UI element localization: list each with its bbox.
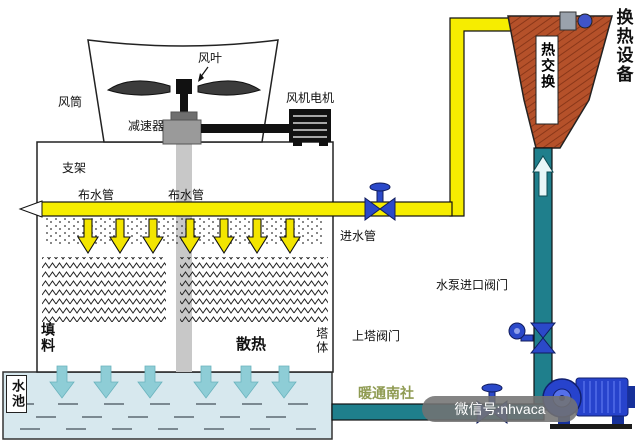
label-heat-exchange: 热交换 xyxy=(540,42,557,90)
label-heat-exchange-equipment: 换热设备 xyxy=(613,8,633,84)
label-heat-dissipation: 散热 xyxy=(236,336,267,353)
label-reducer: 减速器 xyxy=(128,119,165,133)
label-fan-cylinder: 风筒 xyxy=(58,95,83,109)
fill-material-right xyxy=(180,257,328,322)
drive-shaft xyxy=(201,124,289,133)
flow-up-arrow xyxy=(532,155,554,197)
watermark-wechat-bar: 微信号:nhvaca xyxy=(422,396,578,422)
label-fill-material: 填料 xyxy=(40,322,57,354)
label-pump-inlet-valve: 水泵进口阀门 xyxy=(436,278,509,292)
label-water-dist-pipe-left: 布水管 xyxy=(78,188,115,202)
heat-exchange-label-strip xyxy=(535,35,559,125)
fan-blade-leader xyxy=(198,66,209,82)
inlet-pipe-valve xyxy=(364,182,396,221)
fan-blade-left-shape xyxy=(106,80,171,96)
fan-hub xyxy=(176,79,192,94)
exchanger-top-fitting xyxy=(559,11,593,31)
heat-exchanger-shape xyxy=(507,15,613,149)
watermark-wechat-text: 微信号:nhvaca xyxy=(454,401,546,417)
fan-motor-shape xyxy=(289,109,331,146)
fan-blade-right-shape xyxy=(197,80,262,96)
fan-shaft xyxy=(180,94,188,122)
watermark-source: 暖通南社 xyxy=(358,385,414,401)
pipe-end-arrow xyxy=(18,200,43,218)
label-fan-blade: 风叶 xyxy=(198,51,223,65)
reducer-shape xyxy=(162,111,202,145)
pool-water-dashes xyxy=(14,403,316,430)
label-support: 支架 xyxy=(62,161,87,175)
label-fan-motor: 风机电机 xyxy=(286,91,335,105)
fill-material-left xyxy=(42,257,166,322)
riser-valve xyxy=(508,322,557,354)
label-water-pool: 水池 xyxy=(6,375,27,413)
label-upper-tower-valve: 上塔阀门 xyxy=(352,329,401,343)
label-tower-body: 塔体 xyxy=(314,327,329,355)
label-inlet-pipe: 进水管 xyxy=(340,229,377,243)
label-water-dist-pipe-right: 布水管 xyxy=(168,188,205,202)
